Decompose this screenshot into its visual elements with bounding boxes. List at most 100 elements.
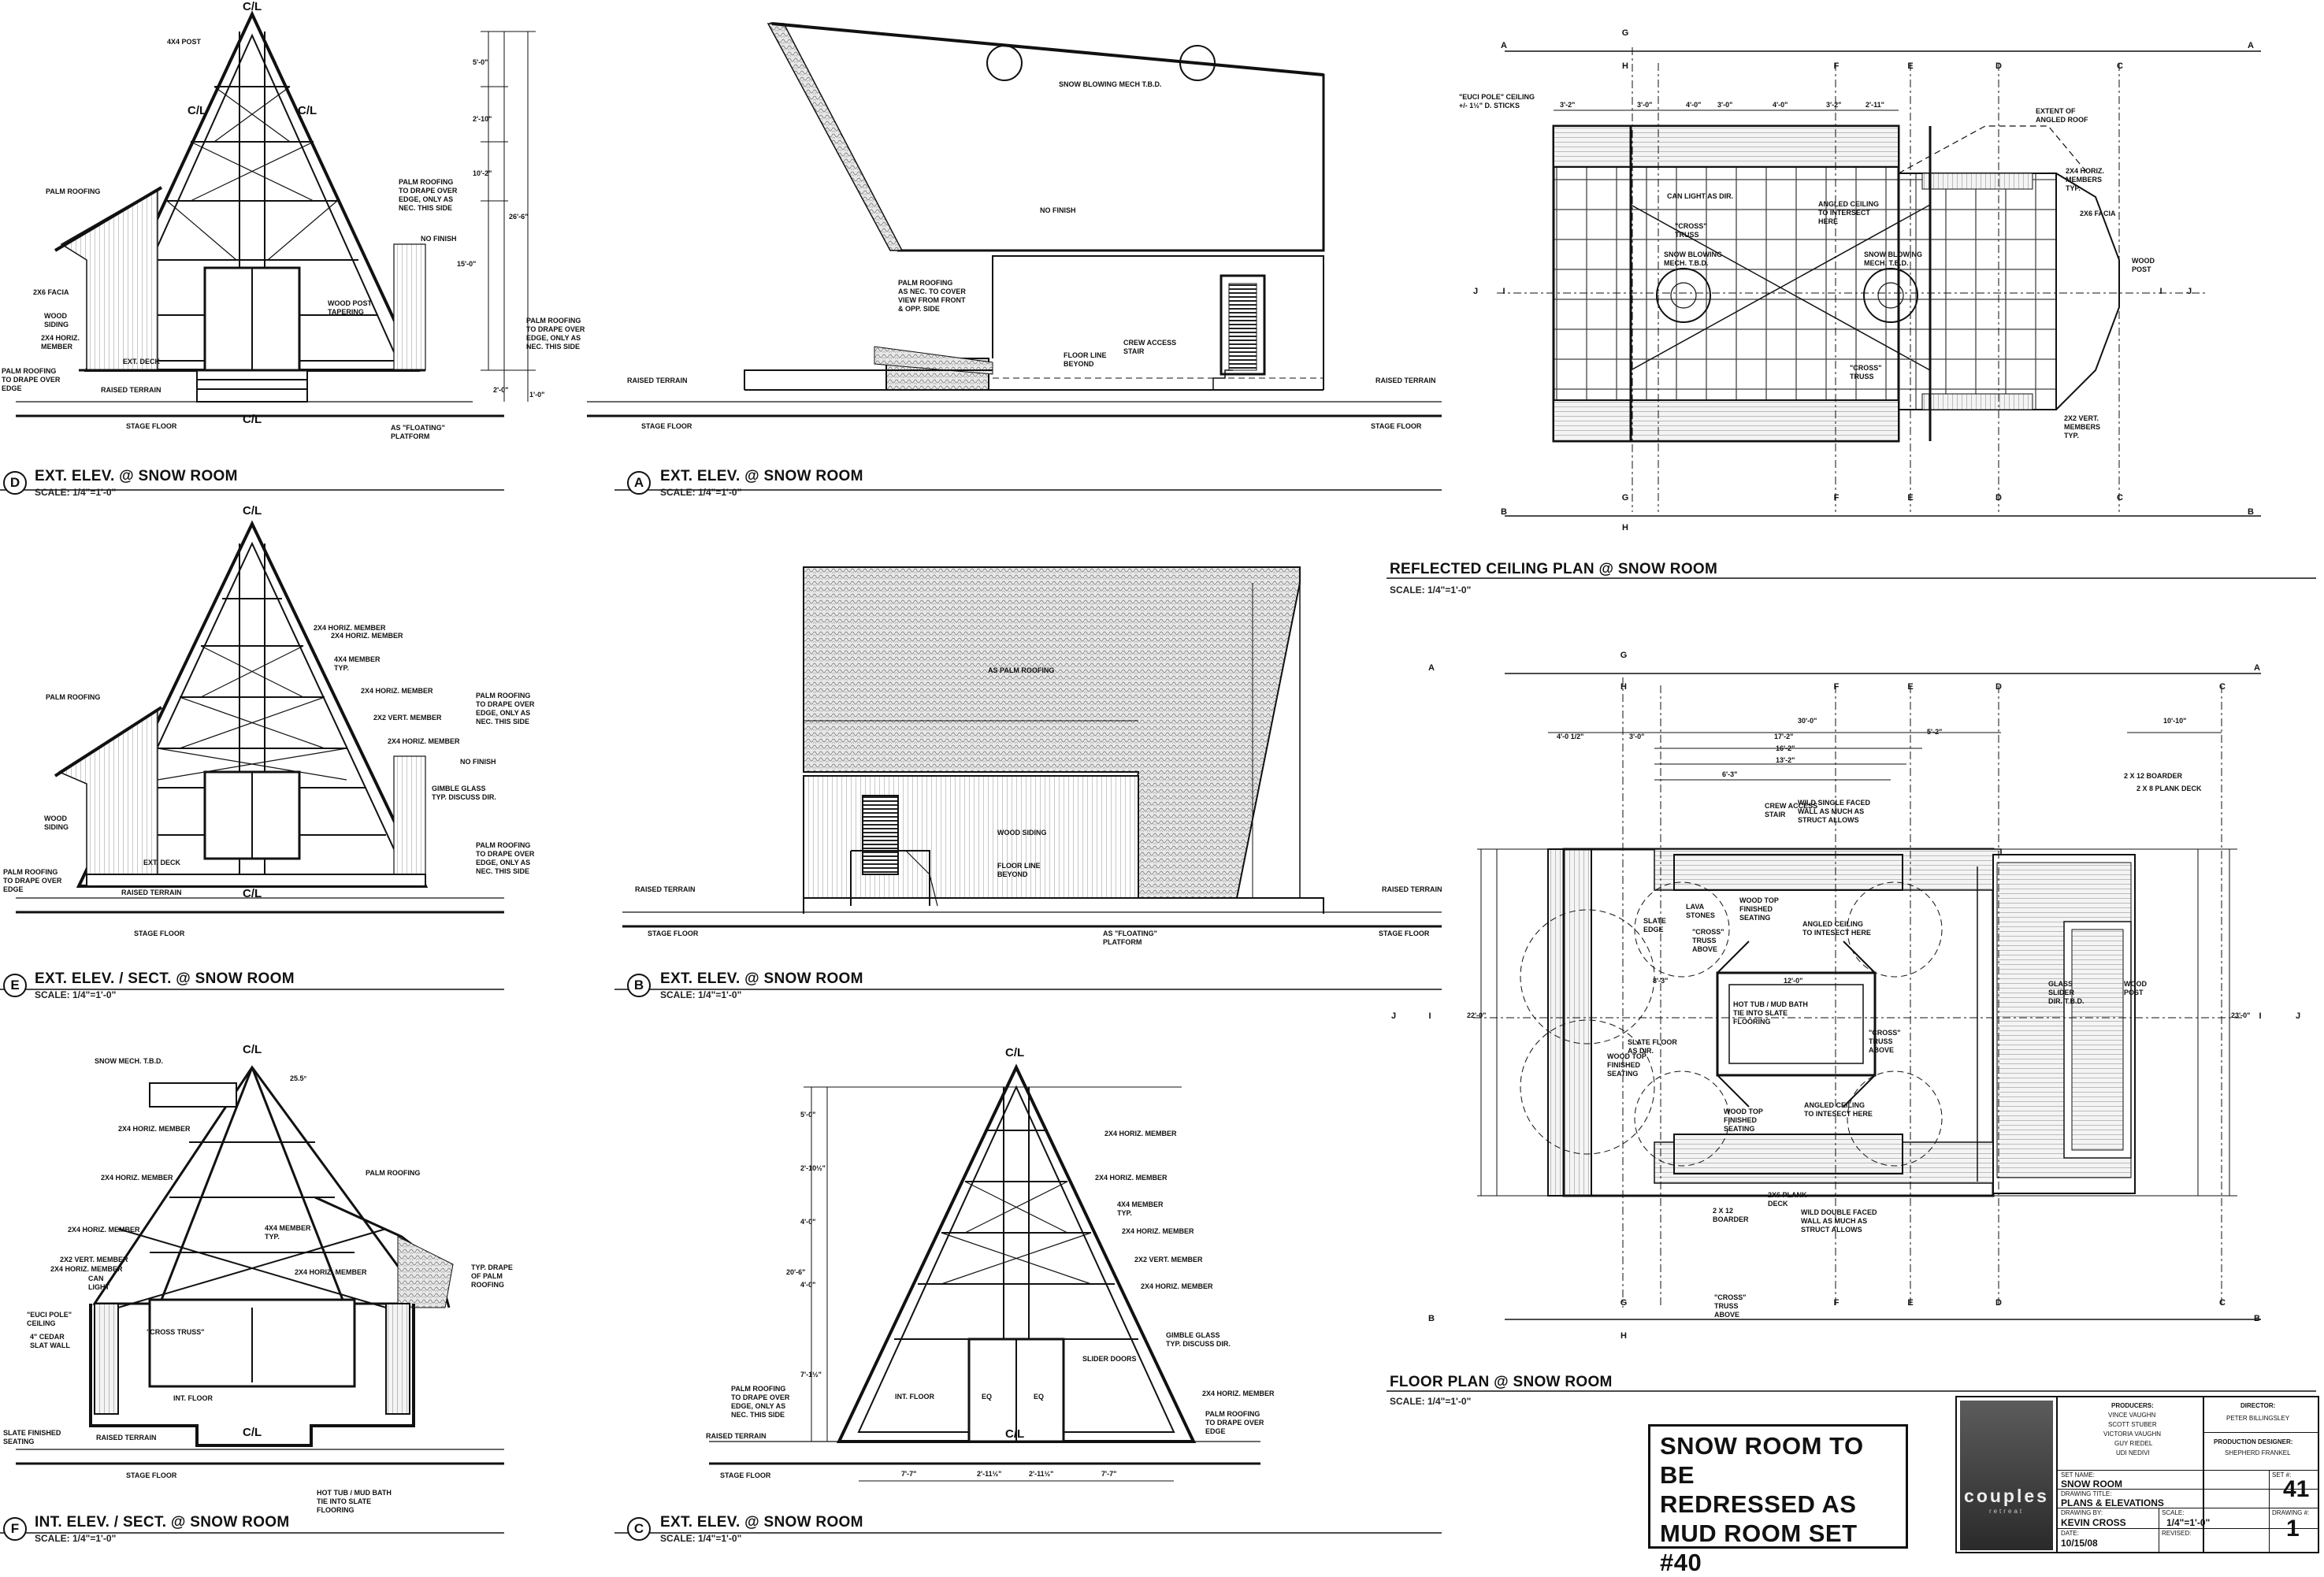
grid-c-fp-b: C (2219, 1298, 2226, 1308)
label-member-4x4-e: 4X4 MEMBER TYP. (334, 655, 381, 672)
tb-producer-2: SCOTT STUBER (2108, 1421, 2157, 1428)
dim-r6: 3'-2" (1826, 101, 1842, 109)
dim-f6: 4'-0 1/2" (1557, 733, 1584, 740)
grid-h-fp-t: H (1620, 682, 1627, 692)
dim-r5: 4'-0" (1773, 101, 1788, 109)
label-horiz-e1: 2X4 HORIZ. MEMBER (314, 624, 386, 632)
label-snow-mech-f: SNOW MECH. T.B.D. (95, 1057, 163, 1065)
label-cross-truss-rcp2: "CROSS" TRUSS (1850, 364, 1882, 380)
dim-d6: 2'-0" (493, 386, 509, 394)
tb-scale: 1/4"=1'-0" (2166, 1517, 2211, 1528)
dim-f4: 13'-2" (1776, 756, 1795, 764)
label-boarder-2x12: 2 X 12 BOARDER (2124, 772, 2183, 780)
grid-b-rcp-l: B (1501, 507, 1507, 517)
centerline-e-bottom: C/L (243, 887, 262, 900)
tb-producer-4: GUY RIEDEL (2114, 1440, 2153, 1447)
label-lava-stones: LAVA STONES (1686, 903, 1715, 919)
tb-pd: SHEPHERD FRANKEL (2225, 1449, 2291, 1456)
drawing-title-rcp: REFLECTED CEILING PLAN @ SNOW ROOM (1390, 561, 1718, 577)
grid-e-rcp-t: E (1907, 61, 1914, 71)
label-wild-single: WILD SINGLE FACED WALL AS MUCH AS STRUCT… (1798, 799, 1870, 824)
label-no-finish-d: NO FINISH (421, 235, 457, 243)
drawing-marker-d: D (3, 471, 27, 495)
centerline-c-top: C/L (1005, 1046, 1025, 1059)
tb-date-label: DATE: (2061, 1530, 2079, 1537)
dim-cb3: 2'-11½" (1029, 1470, 1054, 1478)
label-slider-doors: SLIDER DOORS (1082, 1355, 1137, 1363)
label-slate-floor: SLATE FLOOR AS DIR. (1628, 1038, 1677, 1055)
redress-note-line-3: MUD ROOM SET #40 (1660, 1519, 1858, 1576)
grid-i-rcp-l: I (1502, 287, 1505, 296)
label-euci-pole-f: "EUCI POLE" CEILING (27, 1311, 72, 1327)
label-plank-deck-fp: 2X6 PLANK DECK (1768, 1191, 1807, 1208)
label-palm-drape-e2: PALM ROOFING TO DRAPE OVER EDGE (3, 868, 62, 893)
drawing-scale-a: SCALE: 1/4"=1'-0" (660, 487, 742, 498)
label-extent-roof: EXTENT OF ANGLED ROOF (2036, 107, 2088, 124)
grid-a-fp-r: A (2254, 663, 2260, 673)
label-palm-roofing-d: PALM ROOFING (46, 187, 101, 195)
centerline-d-right: C/L (298, 104, 317, 117)
label-floor-line-a: FLOOR LINE BEYOND (1064, 351, 1107, 368)
grid-d-rcp-b: D (1995, 493, 2002, 503)
label-horiz-e2: 2X4 HORIZ. MEMBER (331, 632, 403, 640)
dim-f3: 16'-2" (1776, 744, 1795, 752)
dim-f13: 23'-0" (2231, 1011, 2251, 1019)
label-wild-double: WILD DOUBLE FACED WALL AS MUCH AS STRUCT… (1801, 1208, 1877, 1234)
title-block: couples retreat PRODUCERS: VINCE VAUGHN … (1955, 1396, 2319, 1553)
label-euci-ceiling: "EUCI POLE" CEILING +/- 1½" D. STICKS (1459, 93, 1535, 109)
drawing-scale-f: SCALE: 1/4"=1'-0" (35, 1533, 117, 1544)
drawing-title-c: EXT. ELEV. @ SNOW ROOM (660, 1514, 863, 1531)
label-vert-members: 2X2 VERT. MEMBERS TYP. (2064, 414, 2101, 440)
label-wood-top-fp3: WOOD TOP FINISHED SEATING (1724, 1108, 1763, 1133)
grid-b-fp-l: B (1428, 1314, 1435, 1323)
label-wood-top-fp2: WOOD TOP FINISHED SEATING (1607, 1052, 1646, 1078)
tb-drawn-by-label: DRAWING BY: (2061, 1509, 2103, 1516)
tb-set-no: 41 (2283, 1476, 2310, 1502)
label-gimble-c: GIMBLE GLASS TYP. DISCUSS DIR. (1166, 1331, 1231, 1348)
label-wood-top-fp1: WOOD TOP FINISHED SEATING (1739, 896, 1779, 922)
label-vert-member-e: 2X2 VERT. MEMBER (373, 714, 442, 722)
dim-r1: 3'-2" (1560, 101, 1576, 109)
grid-e-fp-b: E (1907, 1298, 1914, 1308)
dim-cb4: 7'-7" (1101, 1470, 1117, 1478)
grid-b-fp-r: B (2254, 1314, 2260, 1323)
label-raised-terrain-a2: RAISED TERRAIN (1375, 377, 1436, 384)
logo-text: couples (1964, 1486, 2049, 1506)
drawing-scale-b: SCALE: 1/4"=1'-0" (660, 989, 742, 1000)
grid-j-fp-l: J (1390, 1011, 1397, 1021)
dim-cb1: 7'-7" (901, 1470, 917, 1478)
grid-g-rcp-b: G (1621, 493, 1629, 503)
label-stage-floor-a2: STAGE FLOOR (1371, 422, 1422, 430)
grid-i-fp-r: I (2259, 1011, 2262, 1021)
label-horiz-c5: 2X4 HORIZ. MEMBER (1202, 1390, 1275, 1397)
label-2x6-facia-d: 2X6 FACIA (33, 288, 69, 296)
dim-c3: 4'-0" (800, 1218, 816, 1226)
label-horiz-c1: 2X4 HORIZ. MEMBER (1104, 1130, 1177, 1137)
label-wood-siding-e: WOOD SIDING (44, 814, 69, 831)
label-glass-slider: GLASS SLIDER DIR. T.B.D. (2048, 980, 2085, 1005)
redress-note-line-2: REDRESSED AS (1660, 1490, 1857, 1518)
dim-r7: 2'-11" (1866, 101, 1884, 109)
elevation-a (587, 22, 1442, 491)
label-eq-1: EQ (982, 1393, 993, 1401)
label-raised-terrain-f: RAISED TERRAIN (96, 1434, 157, 1442)
label-stage-floor-e: STAGE FLOOR (134, 930, 185, 937)
label-slate-seating: SLATE FINISHED SEATING (3, 1429, 61, 1445)
label-plank-deck: 2 X 8 PLANK DECK (2137, 785, 2202, 792)
tb-producer-1: VINCE VAUGHN (2108, 1412, 2156, 1419)
grid-g-fp-b: G (1620, 1298, 1628, 1308)
drawing-marker-a: A (627, 471, 651, 495)
label-horiz-f4: 2X4 HORIZ. MEMBER (50, 1265, 123, 1273)
grid-i-fp-l: I (1428, 1011, 1431, 1021)
label-hot-tub-fp: HOT TUB / MUD BATH TIE INTO SLATE FLOORI… (1733, 1000, 1808, 1026)
label-horiz-f3: 2X4 HORIZ. MEMBER (68, 1226, 140, 1234)
redress-note-line-1: SNOW ROOM TO BE (1660, 1432, 1864, 1489)
tb-director-label: DIRECTOR: (2240, 1402, 2276, 1409)
drawing-title-d: EXT. ELEV. @ SNOW ROOM (35, 468, 238, 484)
label-angled-fp1: ANGLED CEILING TO INTESECT HERE (1802, 920, 1871, 937)
tb-drawn-by: KEVIN CROSS (2061, 1517, 2126, 1528)
label-no-finish-e: NO FINISH (460, 758, 496, 766)
label-can-light: CAN LIGHT AS DIR. (1667, 192, 1734, 200)
dim-f11: 8'-3" (1653, 977, 1669, 985)
grid-h-fp-b: H (1620, 1331, 1627, 1341)
